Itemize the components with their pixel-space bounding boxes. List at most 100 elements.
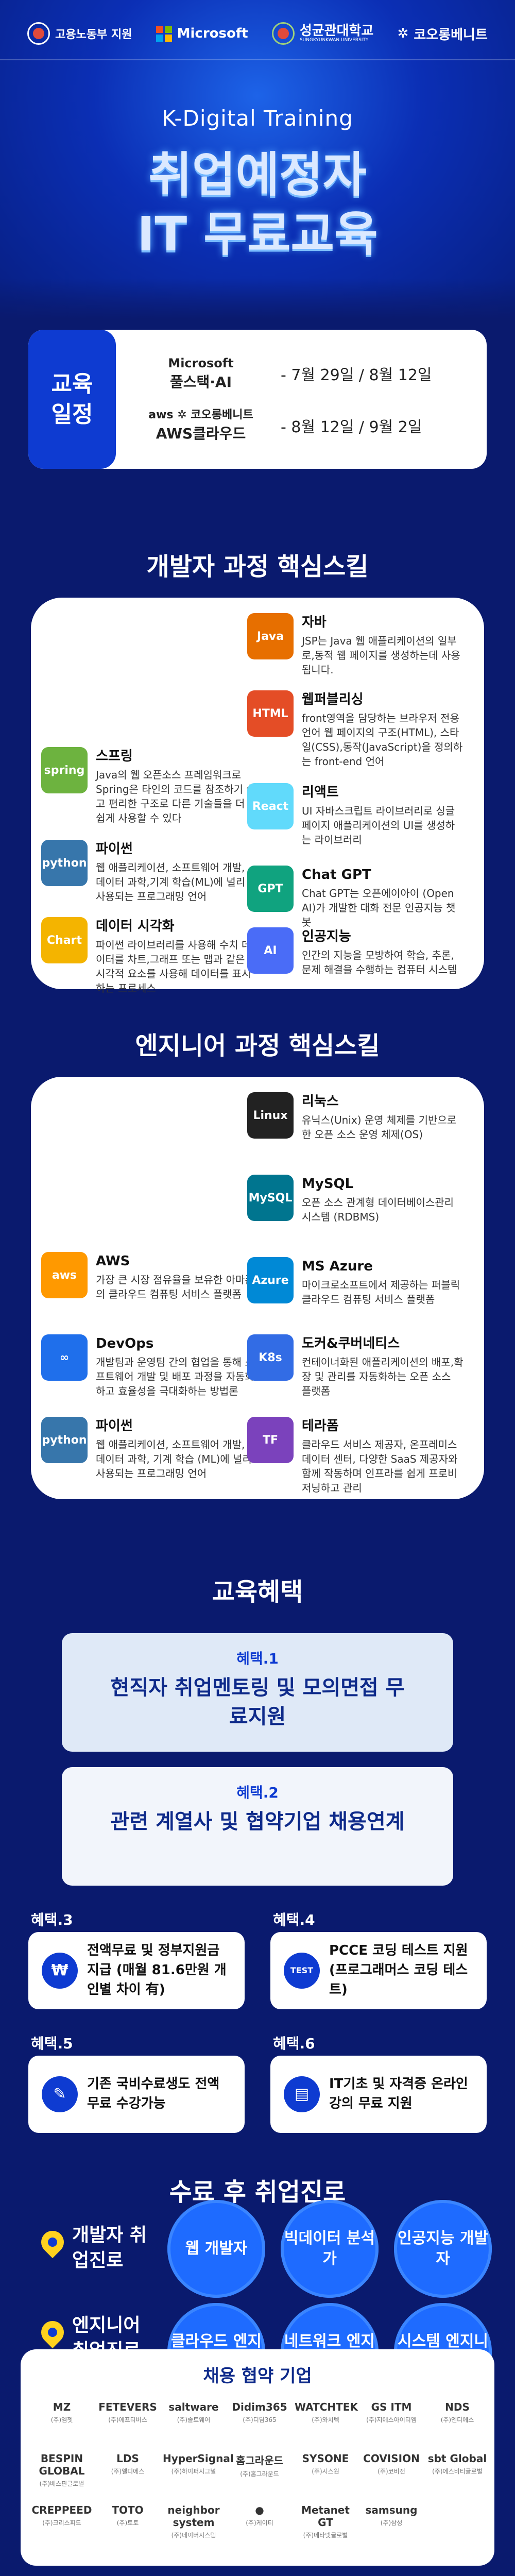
test-icon: TEST: [284, 1953, 320, 1989]
partner-subname: (주)지에스아이티엠: [366, 2416, 417, 2424]
partner-logo: SYSONE (주)시스원: [295, 2452, 356, 2476]
benefit-2-text: 관련 계열사 및 협약기업 채용연계: [110, 1810, 405, 1834]
partner-name: samsung: [365, 2504, 418, 2516]
location-pin-icon: [36, 2226, 69, 2259]
dev-skill-name: 웹퍼블리싱: [302, 692, 364, 707]
benefit-1-text: 현직자 취업멘토링 및 모의면접 무료지원: [110, 1676, 405, 1728]
partner-subname: (주)엠젯: [50, 2416, 73, 2424]
partner-logo: MZ(주)엠젯: [31, 2401, 93, 2424]
eng-skills-heading: 엔지니어 과정 핵심스킬: [135, 1031, 380, 1060]
location-pin-icon: [36, 2316, 69, 2349]
eng-skill-desc: 컨테이너화된 애플리케이션의 배포,확장 및 관리를 자동화하는 오픈 소스 플…: [302, 1356, 464, 1398]
dev-skill-desc: JSP는 Java 웹 애플리케이션의 일부로,동적 웹 페이지를 생성하는데 …: [302, 635, 460, 676]
dev-skill-desc: 웹 애플리케이션, 소프트웨어 개발, 데이터 과학,기계 학습(ML)에 널리…: [96, 861, 246, 903]
benefit-2-card: 혜택.2 관련 계열사 및 협약기업 채용연계: [62, 1767, 453, 1886]
partner-subname: (주)엘디에스: [111, 2468, 145, 2475]
benefit-6-card: ▤ IT기초 및 자격증 온라인 강의 무료 지원: [270, 2056, 487, 2133]
partner-name: CREPPEED: [31, 2504, 92, 2516]
microsoft-label: Microsoft: [177, 26, 248, 41]
dev-skill-desc: UI 자바스크립트 라이브러리로 싱글 페이지 애플리케이션의 UI를 생성하는…: [302, 805, 455, 846]
schedule-provider-name: AWS클라우드: [156, 425, 246, 443]
partner-logo: NDS(주)엔디에스: [426, 2401, 488, 2424]
microsoft-icon: [156, 25, 172, 42]
eng-skill-name: 도커&쿠버네티스: [302, 1336, 400, 1351]
benefit-3-card: ₩ 전액무료 및 정부지원금 지급 (매월 81.6만원 개인별 차이 有): [28, 1932, 245, 2009]
partner-subname: (주)크리스피드: [42, 2519, 81, 2527]
linux-icon: Linux: [247, 1092, 294, 1139]
moel-logo: 고용노동부 지원: [27, 22, 132, 45]
moel-label: 고용노동부 지원: [55, 28, 132, 41]
schedule-dates: - 8월 12일 / 9월 2일: [281, 418, 422, 437]
partner-subname: (주)토토: [116, 2519, 139, 2527]
schedule-label: 교육 일정: [28, 330, 116, 469]
schedule-provider: Microsoft 풀스택·AI: [142, 355, 260, 393]
hero-section: 고용노동부 지원 Microsoft 성균관대학교 SUNGKYUNKWAN U…: [0, 0, 515, 319]
online-course-icon: ▤: [284, 2076, 320, 2112]
partner-subname: (주)네이버시스템: [171, 2532, 216, 2539]
benefit-3-text: 전액무료 및 정부지원금 지급 (매월 81.6만원 개인별 차이 有): [87, 1943, 227, 1997]
schedule-provider: aws ✲ 코오롱베니트 AWS클라우드: [142, 408, 260, 444]
benefit-1-card: 혜택.1 현직자 취업멘토링 및 모의면접 무료지원: [62, 1633, 453, 1752]
partner-logo: WATCHTEK(주)와치텍: [295, 2401, 358, 2424]
partner-name: FETEVERS: [98, 2401, 157, 2413]
partner-logo: COVISION (주)코비전: [360, 2452, 422, 2476]
partner-subname: (주)솔트웨어: [177, 2416, 211, 2424]
partner-logo: saltware(주)솔트웨어: [163, 2401, 225, 2424]
partner-subname: (주)케이티: [246, 2519, 273, 2527]
benefit-2-label: 혜택.2: [236, 1784, 279, 1801]
skku-logo: 성균관대학교 SUNGKYUNKWAN UNIVERSITY: [271, 22, 373, 45]
dev-skill-desc: 인간의 지능을 모방하여 학습, 추론, 문제 해결을 수행하는 컴퓨터 시스템: [302, 949, 457, 976]
partner-subname: (주)디딤365: [243, 2416, 277, 2424]
hero-title-line2: IT 무료교육: [137, 207, 378, 262]
partner-logo: GS ITM(주)지에스아이티엠: [360, 2401, 422, 2424]
eng-skill-name: MS Azure: [302, 1259, 373, 1274]
spring-icon: spring: [41, 747, 88, 793]
mysql-icon: MySQL: [247, 1175, 294, 1221]
eng-skill-desc: 오픈 소스 관계형 데이터베이스관리 시스템 (RDBMS): [302, 1196, 454, 1224]
partner-name: sbt Global: [427, 2452, 487, 2465]
hero-fade: [0, 278, 515, 319]
schedule-label-line1: 교육: [51, 370, 93, 397]
career-path-bigdata: 빅데이터 분석가: [281, 2200, 379, 2298]
partner-name: 홈그라운드: [236, 2454, 283, 2467]
benefit-5-card: ✎ 기존 국비수료생도 전액무료 수강가능: [28, 2056, 245, 2133]
schedule-label-line2: 일정: [51, 401, 93, 428]
partner-name: COVISION: [363, 2452, 420, 2465]
skku-emblem-icon: [271, 22, 295, 45]
eng-skill-name: 리눅스: [302, 1094, 339, 1109]
partner-name: LDS: [116, 2452, 139, 2465]
partner-subname: (주)코비전: [377, 2468, 405, 2475]
lecture-icon: ✎: [42, 2076, 78, 2112]
partner-logo: TOTO(주)토토: [97, 2504, 159, 2527]
benefit-4-text: PCCE 코딩 테스트 지원 (프로그래머스 코딩 테스트): [329, 1943, 468, 1997]
partner-name: NDS: [445, 2401, 470, 2413]
partner-name: SYSONE: [302, 2452, 349, 2465]
benefit-5-text: 기존 국비수료생도 전액무료 수강가능: [87, 2076, 220, 2111]
dev-skill-desc: front영역을 담당하는 브라우저 전용 언어 웹 페이지의 구조(HTML)…: [302, 712, 463, 768]
eng-skill-desc: 유닉스(Unix) 운영 체제를 기반으로 한 오픈 소스 운영 체제(OS): [302, 1114, 457, 1141]
partner-subname: (주)에스비티글로벌: [432, 2468, 483, 2475]
dev-skill-name: Chat GPT: [302, 867, 371, 883]
schedule-row: Microsoft 풀스택·AI - 7월 29일 / 8월 12일: [142, 355, 487, 393]
moel-emblem-icon: [27, 22, 50, 45]
partner-subname: (주)베스핀글로벌: [39, 2480, 84, 2487]
eng-skill-name: 테라폼: [302, 1418, 339, 1434]
dev-skill-name: 리액트: [302, 785, 339, 800]
dev-skill-name: 파이썬: [96, 841, 133, 857]
partner-logo-bar: 고용노동부 지원 Microsoft 성균관대학교 SUNGKYUNKWAN U…: [0, 10, 515, 57]
eng-skill-desc: 마이크로소프트에서 제공하는 퍼블릭 클라우드 컴퓨팅 서비스 플랫폼: [302, 1279, 460, 1306]
dev-skill-desc: Chat GPT는 오픈에이아이 (Open AI)가 개발한 대화 전문 인공…: [302, 887, 456, 929]
partner-subname: (주)시스원: [312, 2468, 339, 2475]
microsoft-logo: Microsoft: [156, 25, 248, 42]
skku-english-label: SUNGKYUNKWAN UNIVERSITY: [299, 38, 369, 43]
partner-subname: (주)에프티버스: [108, 2416, 147, 2424]
